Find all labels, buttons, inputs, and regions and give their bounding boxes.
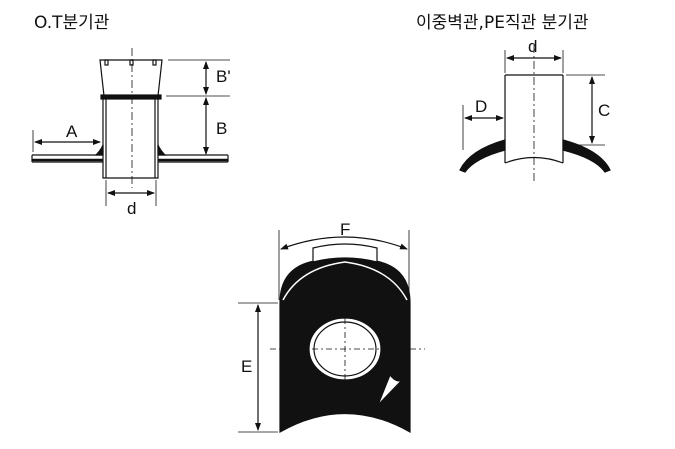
label-d-left: d [127,199,136,218]
ot-branch-drawing [31,48,230,206]
dim-f [280,236,408,250]
branch-pipe [102,99,159,179]
double-wall-branch-drawing [459,45,611,183]
label-c: C [598,101,610,120]
saddle-left [459,139,506,173]
label-f: F [340,220,350,239]
saddle-right [562,139,611,173]
cap-notch [104,59,109,66]
label-a: A [66,122,78,141]
label-e: E [241,357,252,376]
peeled-corner [377,373,405,406]
title-ot-branch: O.T분기관 [34,13,110,33]
title-double-wall-branch: 이중벽관,PE직관 분기관 [416,13,589,33]
weld [94,144,167,156]
main-pipe-flange [31,154,229,163]
label-d-right: d [528,37,537,56]
seal-band [100,94,162,100]
label-b: B [216,119,227,138]
label-d-upper: D [475,97,487,116]
label-b-prime: B' [216,67,231,86]
saddle-view-drawing [238,230,425,434]
